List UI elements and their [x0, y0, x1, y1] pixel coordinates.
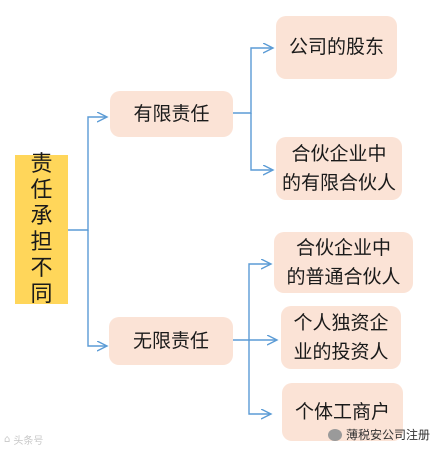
- branch-node-unlimited: 无限责任: [109, 317, 233, 365]
- leaf-node: 合伙企业中 的普通合伙人: [274, 232, 413, 293]
- branch-2-connector-lower: [248, 340, 270, 414]
- branch-2-connector-upper: [233, 264, 270, 341]
- branch-label: 无限责任: [132, 329, 209, 352]
- toutiao-icon: ⌂: [4, 434, 11, 445]
- leaf-label: 合伙企业中 的普通合伙人: [286, 236, 401, 288]
- watermark-right: 薄税安公司注册: [327, 426, 430, 443]
- leaf-node: 公司的股东: [276, 16, 397, 79]
- branch-label: 有限责任: [133, 102, 210, 125]
- leaf-node: 合伙企业中 的有限合伙人: [276, 137, 402, 200]
- watermark-right-text: 薄税安公司注册: [345, 428, 430, 442]
- wechat-icon: [327, 428, 342, 441]
- root-node: 责任承担不同: [15, 152, 68, 307]
- leaf-label: 合伙企业中 的有限合伙人: [281, 142, 396, 194]
- leaf-node: 个体工商户: [282, 383, 403, 441]
- root-connector: [68, 117, 106, 231]
- leaf-label: 个体工商户: [294, 400, 390, 423]
- branch-1-connector: [233, 48, 272, 114]
- watermark-left: ⌂ 头条号: [4, 432, 43, 447]
- watermark-left-text: 头条号: [13, 436, 44, 447]
- leaf-label: 个人独资企 业的投资人: [293, 311, 389, 363]
- branch-1-connector-lower: [250, 113, 272, 170]
- leaf-node: 个人独资企 业的投资人: [281, 306, 401, 369]
- root-label: 责任承担不同: [30, 151, 53, 307]
- leaf-label: 公司的股东: [288, 36, 384, 58]
- root-connector-lower: [87, 230, 106, 346]
- branch-node-limited: 有限责任: [110, 91, 233, 137]
